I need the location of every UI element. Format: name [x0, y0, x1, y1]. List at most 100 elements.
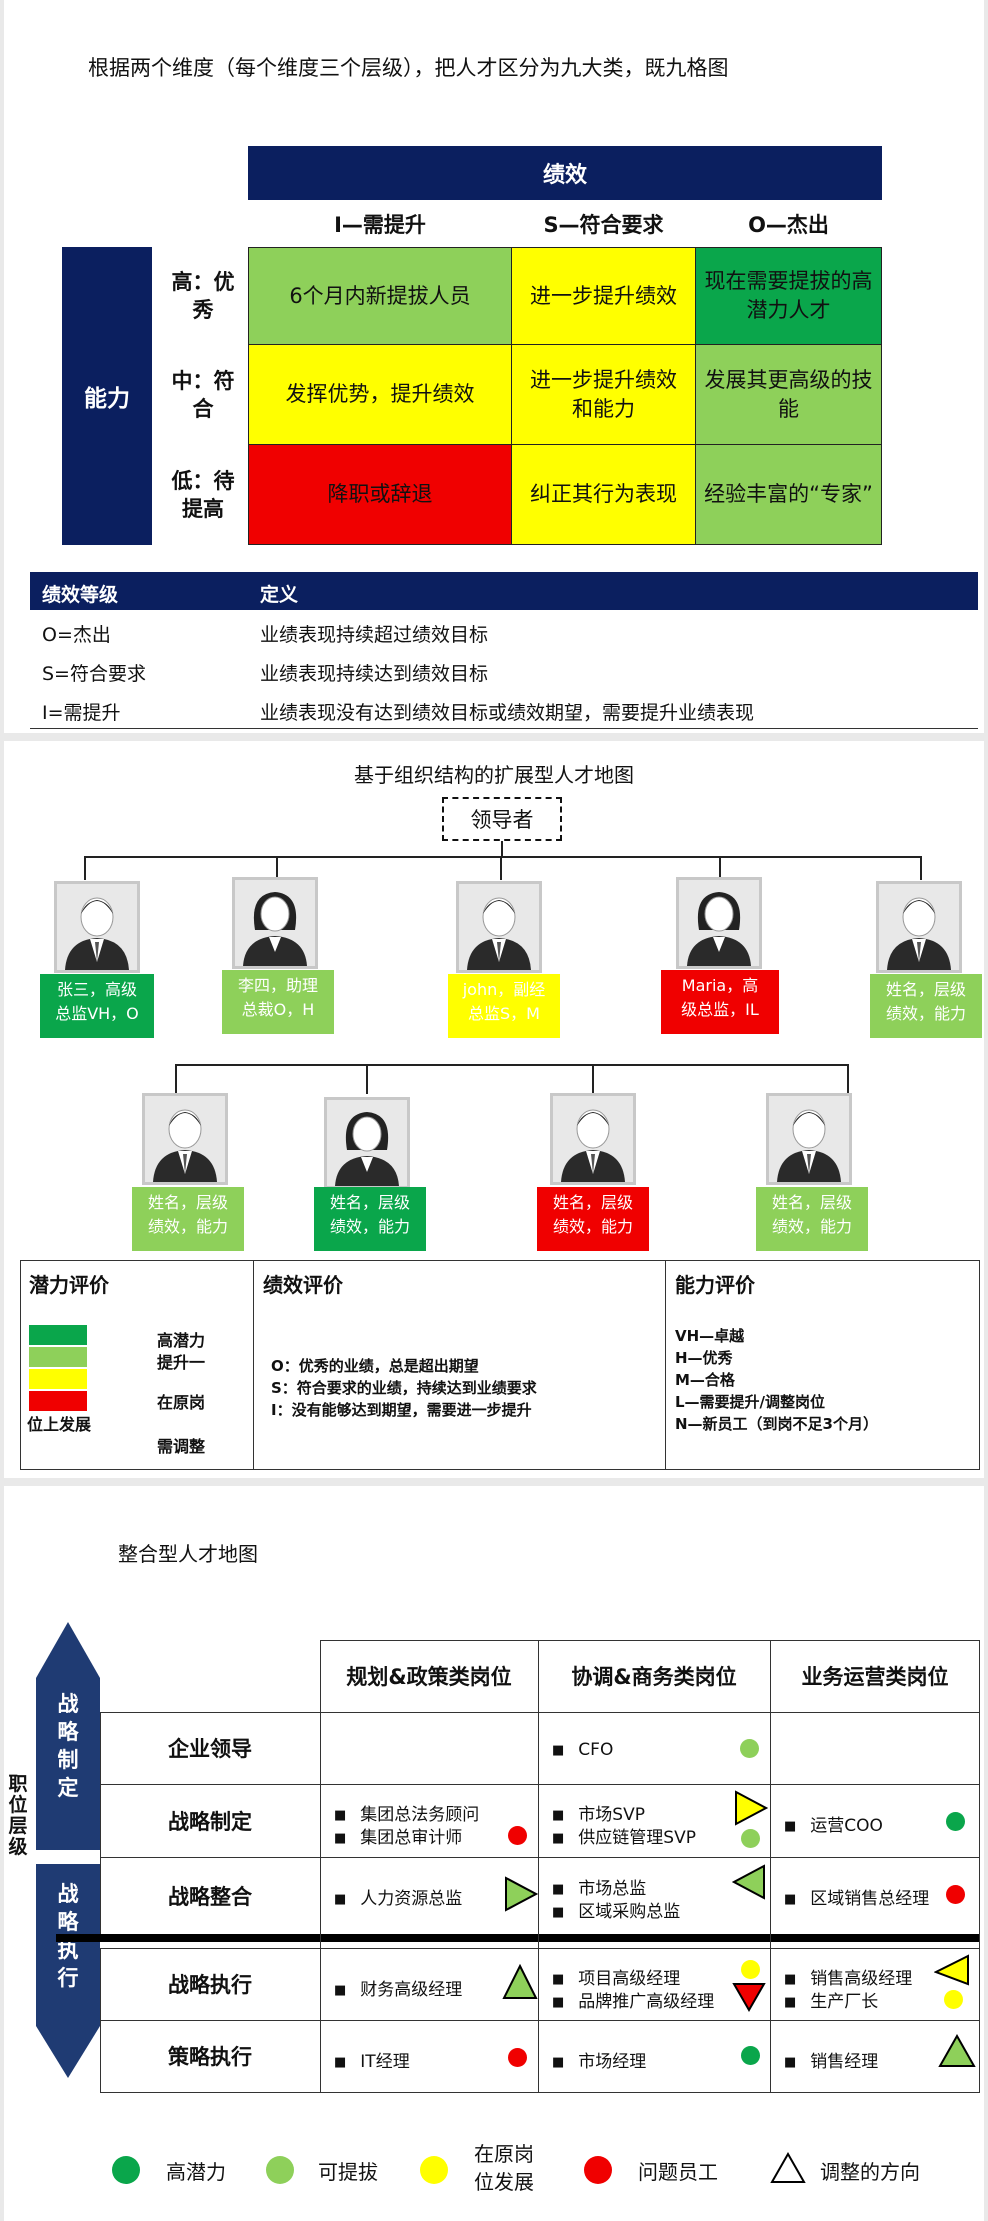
position-item: 财务高级经理 [334, 1975, 462, 2000]
col-header-o: O—杰出 [695, 206, 882, 242]
person-name: john，副经 [448, 978, 560, 1002]
potential-label: 位上发展 [27, 1411, 91, 1435]
legend-light-green-dot-icon [266, 2156, 294, 2184]
triangle-left-green-icon [732, 1864, 766, 1900]
integrated-map-title: 整合型人才地图 [118, 1538, 258, 1567]
person-avatar-male [456, 881, 542, 973]
row-header-leadership: 企业领导 [100, 1712, 320, 1784]
arrow-top-label: 战略制定 [52, 1690, 84, 1802]
ability-line: M—合格 [675, 1369, 735, 1390]
col-header-planning: 规划&政策类岗位 [320, 1640, 538, 1712]
legend-develop-line: 在原岗 [474, 2140, 534, 2168]
person-avatar-male [54, 881, 140, 973]
definition-table-header: 绩效等级 定义 [30, 572, 978, 610]
person-avatar-male [766, 1093, 852, 1185]
position-item: 供应链管理SVP [552, 1823, 696, 1848]
potential-label: 高潜力 [157, 1327, 205, 1351]
connector-line [592, 1064, 594, 1094]
row-header-high: 高：优秀 [158, 247, 248, 345]
legend-divider [665, 1261, 666, 1469]
person-rating: 绩效，能力 [132, 1215, 244, 1239]
connector-line [175, 1064, 177, 1094]
leader-box: 领导者 [442, 797, 562, 841]
swatch-dark-green [29, 1325, 87, 1345]
row-header-tactical-execution: 策略执行 [100, 2020, 320, 2092]
def-header-definition: 定义 [260, 580, 298, 607]
person-rating: 绩效，能力 [537, 1215, 649, 1239]
grid-cell-low-o: 经验丰富的“专家” [695, 444, 882, 545]
person-name: 姓名，层级 [537, 1191, 649, 1215]
col-header-i: I—需提升 [248, 206, 512, 242]
person-rating: 总监S，M [448, 1002, 560, 1026]
legend-develop-line: 位发展 [474, 2168, 534, 2196]
person-avatar-female [232, 877, 318, 969]
triangle-right-yellow-icon [734, 1790, 768, 1826]
legend-adjust-direction: 调整的方向 [820, 2156, 920, 2185]
person-name: Maria，高 [661, 974, 779, 998]
position-item: 项目高级经理 [552, 1964, 680, 1989]
potential-label: 提升一 [157, 1349, 205, 1373]
red-dot-icon [946, 1885, 965, 1904]
col-header-s: S—符合要求 [512, 206, 695, 242]
legend-high-potential: 高潜力 [166, 2156, 226, 2185]
potential-label: 需调整 [157, 1433, 205, 1457]
position-item: 销售经理 [784, 2047, 878, 2072]
legend-dark-green-dot-icon [112, 2156, 140, 2184]
connector-line [847, 1064, 849, 1094]
person-name: 李四，助理 [222, 974, 334, 998]
def-text: 业绩表现没有达到绩效目标或绩效期望，需要提升业绩表现 [260, 698, 754, 725]
def-header-level: 绩效等级 [42, 580, 118, 607]
position-item: 生产厂长 [784, 1987, 878, 2012]
org-map-title: 基于组织结构的扩展型人才地图 [4, 759, 984, 787]
connector-line [175, 1064, 848, 1066]
grid-cell-high-s: 进一步提升绩效 [511, 247, 696, 345]
person-label: 李四，助理总裁O，H [222, 970, 334, 1034]
grid-cell-mid-o: 发展其更高级的技能 [695, 344, 882, 445]
connector-line [500, 856, 502, 880]
vertical-axis-label: 职位层级 [8, 1774, 28, 1858]
def-level: O=杰出 [42, 620, 111, 647]
grid-cell-mid-s: 进一步提升绩效和能力 [511, 344, 696, 445]
legend-red-dot-icon [584, 2156, 612, 2184]
connector-line [84, 856, 922, 858]
person-avatar-female [324, 1097, 410, 1189]
row-header-strategy-integration: 战略整合 [100, 1857, 320, 1934]
person-rating: 总监VH，O [40, 1002, 154, 1026]
person-avatar-male [876, 881, 962, 973]
potential-title: 潜力评价 [29, 1269, 109, 1298]
person-label: 张三，高级总监VH，O [40, 974, 154, 1038]
light-green-dot-icon [740, 1739, 759, 1758]
def-text: 业绩表现持续超过绩效目标 [260, 620, 488, 647]
person-name: 姓名，层级 [132, 1191, 244, 1215]
yellow-dot-icon [741, 1960, 760, 1979]
col-header-operations: 业务运营类岗位 [770, 1640, 980, 1712]
person-label: john，副经总监S，M [448, 974, 560, 1038]
ability-line: VH—卓越 [675, 1325, 744, 1346]
grid-cell-high-i: 6个月内新提拔人员 [248, 247, 512, 345]
person-name: 张三，高级 [40, 978, 154, 1002]
person-label: 姓名，层级绩效，能力 [537, 1187, 649, 1251]
col-header-coordination: 协调&商务类岗位 [538, 1640, 770, 1712]
person-label: 姓名，层级绩效，能力 [132, 1187, 244, 1251]
person-name: 姓名，层级 [314, 1191, 426, 1215]
triangle-down-red-icon [732, 1982, 766, 2012]
legend-promotable: 可提拔 [318, 2156, 378, 2185]
def-level: I=需提升 [42, 698, 121, 725]
grid-line [100, 2092, 980, 2093]
grid-cell-mid-i: 发挥优势，提升绩效 [248, 344, 512, 445]
red-dot-icon [508, 1826, 527, 1845]
light-green-dot-icon [741, 1829, 760, 1848]
swatch-yellow [29, 1369, 87, 1389]
position-item: 销售高级经理 [784, 1964, 912, 1989]
position-item: 区域销售总经理 [784, 1884, 929, 1909]
position-item: IT经理 [334, 2047, 410, 2072]
position-item: 人力资源总监 [334, 1884, 462, 1909]
connector-line [84, 856, 86, 880]
triangle-left-yellow-icon [934, 1954, 970, 1986]
row-header-strategy-making: 战略制定 [100, 1784, 320, 1857]
performance-line: I：没有能够达到期望，需要进一步提升 [271, 1399, 532, 1420]
nine-grid-title: 根据两个维度（每个维度三个层级），把人才区分为九大类，既九格图 [88, 52, 729, 82]
position-item: 集团总审计师 [334, 1823, 462, 1848]
ability-header: 能力 [62, 247, 152, 545]
person-rating: 绩效，能力 [756, 1215, 868, 1239]
